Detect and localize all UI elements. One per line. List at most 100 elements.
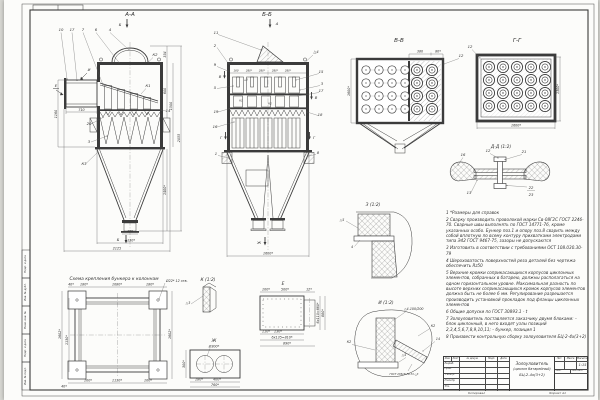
weld-flag: △5 [340, 218, 345, 222]
tb-sheet-label: Лист [555, 369, 571, 375]
detail-title: Е [282, 281, 285, 287]
part-label-6: 6 [95, 27, 98, 32]
dim-1602: 1602* [58, 329, 62, 339]
margin-box-label: Подп. и дата [23, 255, 27, 273]
tb-empty-cell [460, 367, 486, 374]
view-arrow-zh: Ж [256, 240, 262, 245]
dim-1130: 1130* [112, 379, 122, 383]
dim-1600-left: 1600* [347, 86, 351, 96]
tb-empty-cell [498, 362, 510, 368]
tb-empty-cell [486, 373, 498, 380]
tb-row-prov: Пров. [444, 367, 460, 374]
detail-zh: Ж Ø300* 300* 180* 400* 760* [182, 338, 241, 388]
detail-d-d: Д-Д (1:2) 16 12 21 13 22 23 [449, 144, 551, 197]
view-title: А-А [124, 12, 135, 18]
dim-334: 334 [163, 51, 167, 57]
weld-label-k2: К2 [268, 102, 272, 106]
tb-col-date: Дата [498, 357, 510, 362]
detail-k: К (1:2) △3 [186, 277, 217, 313]
tb-mass-cell [565, 361, 577, 370]
tb-empty-cell [486, 385, 498, 391]
part-label-1: 1 [215, 151, 217, 156]
dim-100: 100* [84, 379, 92, 383]
dim-1160: 1160 [54, 110, 58, 118]
weld-label-k3: К3 [81, 161, 87, 166]
view-v-v: В-В 380 80* 1600* 12 [347, 38, 464, 154]
note-item: 5 Верхние кромки соприкасающихся корпусо… [446, 269, 586, 308]
part-label-19: 19 [214, 109, 219, 114]
weld-flag: △3 [186, 301, 191, 305]
tb-sheets-word: Листов [571, 369, 581, 373]
view-g-g: Г-Г 12 1600* 1300* [468, 38, 561, 129]
dim-2055: 2055 [177, 134, 181, 142]
detail-title: И (1:2) [378, 300, 393, 306]
tb-empty-cell [460, 362, 486, 368]
dim-110: 110* [262, 330, 270, 334]
tb-row-nkontr: Н.контр. [444, 379, 460, 386]
weld-label-k1: К1 [145, 83, 150, 88]
detail-title: К (1:2) [200, 277, 215, 283]
dim-1600: 1600* [511, 124, 521, 128]
tb-sheets-value: 1 [581, 369, 583, 373]
tb-mass-label: Масса [565, 357, 577, 362]
dim-1080: 1080* [112, 283, 122, 287]
part-label-18: 18 [318, 112, 323, 117]
view-arrow-e: Е [55, 83, 58, 88]
note-item: 6 Общие допуски по ГОСТ 30893.1 - t [446, 309, 528, 315]
part-label-14: 14 [436, 337, 440, 341]
detail-title: Ж [211, 338, 217, 344]
weld-flag: △4 [313, 49, 319, 54]
part-label-3: 3 [88, 139, 91, 144]
tb-org-cell [555, 374, 588, 391]
cyclone-elements-upper [232, 76, 300, 94]
dim-1130: 1130* [65, 335, 69, 345]
dim-180: 180* [80, 283, 88, 287]
dim-280: 280* [259, 69, 266, 73]
part-label-23: 23 [529, 192, 534, 197]
dim-1300: 1300* [556, 84, 560, 94]
tb-lit-label: Лит. [555, 357, 565, 362]
dim-180: 180* [146, 283, 154, 287]
dim-280: 280* [272, 69, 279, 73]
margin-box-label: Инв. № подл. [23, 367, 27, 385]
detail-e: Е 100* 500* 12* 6х110=660* 880* 110* 130… [259, 281, 326, 347]
dim-760: 760* [211, 383, 219, 387]
doc-name-line1: Золоуловитель [515, 361, 549, 366]
cut-mark: А [275, 21, 279, 26]
dim-600: 600 [163, 88, 167, 94]
part-label-4: 4 [351, 245, 353, 249]
tb-empty-cell [486, 367, 498, 374]
part-label-14: 14 [166, 108, 171, 113]
view-a-a: А-А Б Б 10 17 7 6 4 К2 И Е 20 3 14 [53, 12, 182, 252]
part-label-16: 16 [461, 152, 466, 157]
corner-plates [67, 290, 168, 380]
margin-boxes: Подп. и дата Инв. № дубл. Взам. инв. № П… [21, 249, 31, 391]
view-title: Г-Г [513, 38, 522, 44]
part-label-17: 17 [70, 27, 75, 32]
part-label-3: 3 [321, 81, 324, 86]
view-title: В-В [394, 38, 404, 44]
detail-title: З (1:2) [366, 202, 381, 208]
weld-label-k2: К2 [152, 52, 158, 57]
part-label-8: 8 [317, 150, 320, 155]
tb-footer-format: Формат А1 [549, 391, 567, 395]
doc-name-line3: БЦ-2-4х(3+2) [519, 372, 545, 377]
part-label-11: 11 [214, 30, 219, 35]
detail-i: И (1:2) △4-100/200 К2 14 К2 △5 ГОСТ 2351… [347, 300, 440, 377]
part-label-20: 20 [87, 121, 92, 126]
part-label-21: 21 [522, 149, 527, 154]
note-item: 3 Изготовить в соответствии с требования… [446, 245, 583, 256]
dim-1400: 1400* [163, 185, 167, 195]
tb-empty-cell [498, 379, 510, 386]
dim-500: 500* [281, 288, 289, 292]
dim-280: 280* [246, 69, 253, 73]
dim-1500: 1500 [169, 102, 173, 110]
tb-row-razrab: Разраб. [444, 362, 460, 368]
dim-890: 890* [283, 342, 291, 346]
dim-100: 100* [144, 379, 152, 383]
dim-2125: 2125 [113, 247, 121, 251]
dim-400: 400* [213, 378, 221, 382]
part-label-16: 16 [213, 124, 218, 129]
